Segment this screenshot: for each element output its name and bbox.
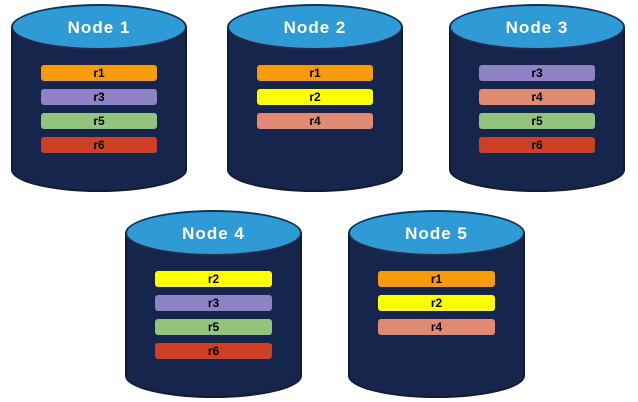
- replica-bar[interactable]: r6: [41, 137, 157, 153]
- replica-stack: r3 r4 r5 r6: [449, 65, 625, 153]
- replica-bar[interactable]: r2: [378, 295, 495, 311]
- replica-bar[interactable]: r2: [155, 271, 272, 287]
- node-label: Node 3: [505, 17, 569, 37]
- node-cylinder[interactable]: Node 1 r1 r3 r5 r6: [11, 4, 187, 192]
- replica-bar[interactable]: r1: [257, 65, 373, 81]
- node-cylinder[interactable]: Node 5 r1 r2 r4: [348, 210, 525, 398]
- node-label: Node 5: [405, 223, 468, 243]
- replica-bar[interactable]: r1: [378, 271, 495, 287]
- replica-stack: r2 r3 r5 r6: [125, 271, 302, 359]
- cylinder-top: Node 5: [348, 210, 525, 256]
- replica-bar[interactable]: r5: [41, 113, 157, 129]
- cylinder-top: Node 1: [11, 4, 187, 50]
- replica-bar[interactable]: r1: [41, 65, 157, 81]
- replica-stack: r1 r2 r4: [227, 65, 403, 129]
- replica-bar[interactable]: r6: [155, 343, 272, 359]
- replica-bar[interactable]: r6: [479, 137, 595, 153]
- cylinder-top: Node 4: [125, 210, 302, 256]
- replica-bar[interactable]: r3: [41, 89, 157, 105]
- replica-bar[interactable]: r3: [479, 65, 595, 81]
- node-cylinder[interactable]: Node 3 r3 r4 r5 r6: [449, 4, 625, 192]
- replica-bar[interactable]: r2: [257, 89, 373, 105]
- node-label: Node 2: [283, 17, 347, 37]
- replica-stack: r1 r3 r5 r6: [11, 65, 187, 153]
- replica-bar[interactable]: r4: [257, 113, 373, 129]
- replica-bar[interactable]: r4: [378, 319, 495, 335]
- replica-bar[interactable]: r3: [155, 295, 272, 311]
- cylinder-top: Node 2: [227, 4, 403, 50]
- node-cylinder[interactable]: Node 4 r2 r3 r5 r6: [125, 210, 302, 398]
- replica-stack: r1 r2 r4: [348, 271, 525, 335]
- replica-bar[interactable]: r5: [479, 113, 595, 129]
- replica-bar[interactable]: r4: [479, 89, 595, 105]
- cylinder-top: Node 3: [449, 4, 625, 50]
- replica-bar[interactable]: r5: [155, 319, 272, 335]
- node-cylinder[interactable]: Node 2 r1 r2 r4: [227, 4, 403, 192]
- node-label: Node 1: [67, 17, 131, 37]
- node-label: Node 4: [182, 223, 245, 243]
